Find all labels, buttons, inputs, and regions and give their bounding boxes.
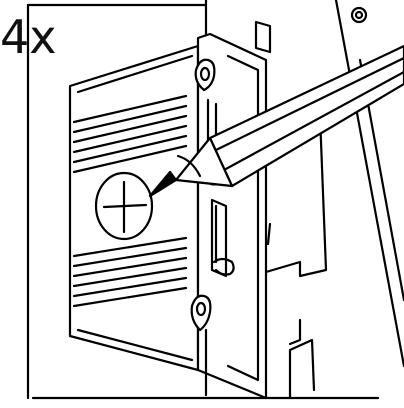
vent-slats-lower [72,236,188,308]
vent-slats-upper [72,94,188,174]
pencil [148,44,404,198]
mounting-bracket [190,32,328,400]
screw-icons [254,6,368,54]
quantity-label: 4x [0,10,57,64]
keyhole-slot-top [194,58,216,92]
crosshair-circle [94,171,154,241]
keyhole-slot-bottom [190,294,212,332]
